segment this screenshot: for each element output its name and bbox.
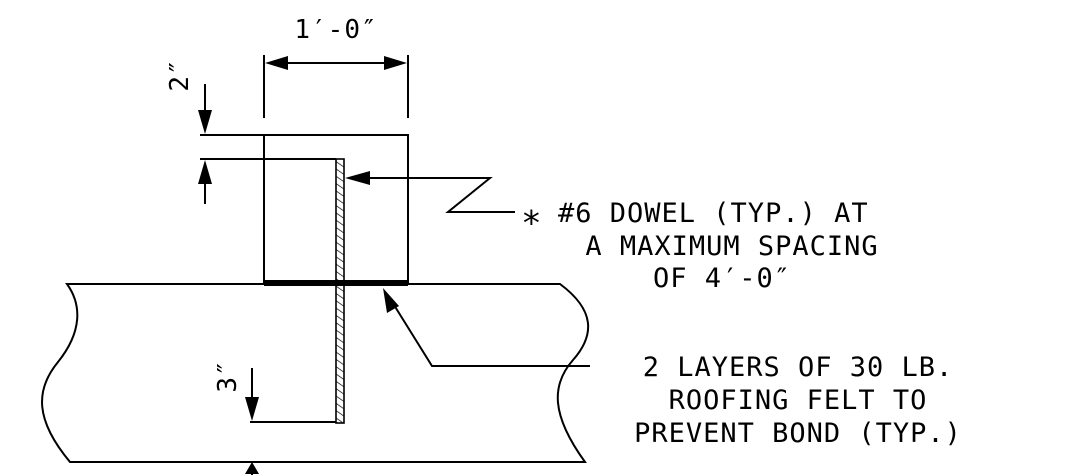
top-embed-dimension — [200, 84, 336, 204]
felt-note-line2: ROOFING FELT TO — [669, 385, 928, 416]
felt-note-line1: 2 LAYERS OF 30 LB. — [643, 352, 954, 383]
dowel-leader-line — [368, 177, 515, 213]
dowel-note-line2: A MAXIMUM SPACING — [585, 231, 878, 262]
bottom-embed-label: 3″ — [213, 359, 243, 392]
dowel-note-line1: #6 DOWEL (TYP.) AT — [558, 198, 869, 229]
top-embed-label: 2″ — [165, 58, 195, 91]
width-dimension — [263, 55, 409, 118]
dowel-note-symbol: ∗ — [521, 197, 542, 237]
dowel-note-line3: OF 4′-0″ — [653, 263, 791, 294]
width-arrow-right — [384, 56, 407, 70]
top-embed-arrow-up — [198, 160, 212, 184]
bottom-embed-arrow-up — [245, 462, 259, 474]
dowel-bar — [335, 158, 345, 424]
bottom-embed-arrow-down — [245, 397, 259, 421]
dowel-leader-arrow — [345, 171, 370, 185]
width-arrow-left — [265, 56, 288, 70]
felt-leader-arrow — [383, 288, 399, 313]
base-slab — [41, 283, 590, 463]
width-label: 1′-0″ — [294, 15, 377, 45]
felt-leader-line — [393, 304, 590, 367]
top-embed-arrow-down — [198, 110, 212, 134]
bottom-embed-dimension — [250, 368, 336, 475]
felt-note-line3: PREVENT BOND (TYP.) — [634, 418, 962, 449]
